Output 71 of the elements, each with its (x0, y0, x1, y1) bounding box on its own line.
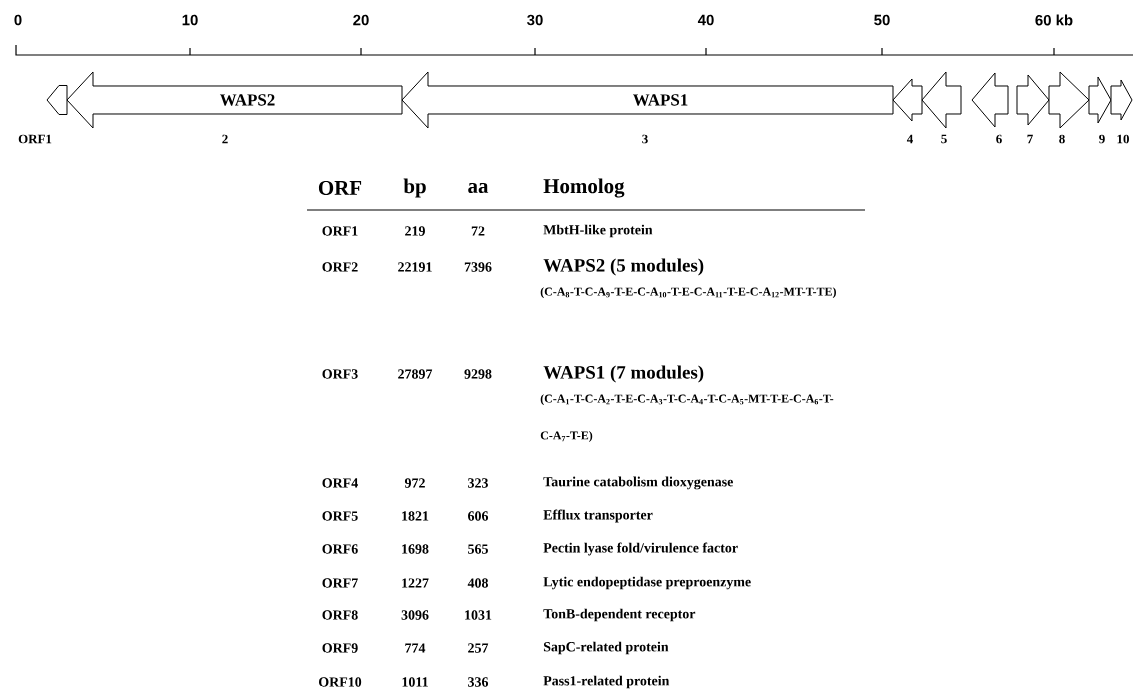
scale-label: 10 (182, 14, 198, 26)
gene-label: 6 (996, 134, 1002, 144)
table-cell: 972 (404, 478, 425, 488)
gene-symbol (1016, 74, 1050, 126)
gene-label: 9 (1099, 134, 1105, 144)
table-cell: 565 (468, 544, 488, 554)
table-cell: ORF7 (322, 578, 358, 588)
gene-symbol (892, 78, 923, 122)
gene-label: 5 (941, 134, 947, 144)
table-cell: 1031 (465, 610, 492, 620)
scale-label: 30 (527, 14, 543, 26)
table-cell: Pass1-related protein (543, 675, 670, 689)
table-header: bp (403, 178, 426, 198)
table-cell: Taurine catabolism dioxygenase (543, 476, 733, 490)
table-header: ORF (318, 180, 362, 195)
table-cell: 774 (405, 643, 426, 653)
gene-label: 8 (1059, 134, 1065, 144)
table-cell: Lytic endopeptidase preproenzyme (543, 576, 751, 590)
table-cell: 72 (471, 226, 485, 236)
gene-label: 2 (222, 134, 228, 144)
gene-label: 10 (1117, 134, 1129, 144)
gene-label: 7 (1027, 134, 1033, 144)
scale-label: 20 (353, 14, 369, 26)
gene-symbol (1110, 79, 1133, 121)
table-cell: 219 (405, 226, 425, 236)
table-cell: 336 (468, 677, 489, 687)
table-cell: 9298 (464, 369, 492, 379)
table-cell: 257 (468, 643, 489, 653)
table-cell: (C-A$_{8}$-T-C-A$_{9}$-T-E-C-A$_{10}$-T-E-C-A$_{11}$-T-E-C-A$_{12}$-MT-T-TE) (540, 287, 836, 299)
gene-symbol (921, 71, 962, 129)
table-cell: ORF6 (322, 544, 358, 554)
table-cell: ORF1 (322, 226, 358, 236)
table-cell: ORF4 (322, 478, 358, 488)
gene-symbol (971, 72, 1009, 128)
table-cell: 606 (468, 511, 489, 521)
table-cell: (C-A$_{1}$-T-C-A$_{2}$-T-E-C-A$_{3}$-T-C-A$_{4}$-T-C-A$_{5}$-MT-T-E-C-A$_{6}$-T-C-A$_{7}$-T-E) (540, 394, 834, 442)
table-cell: TonB-dependent receptor (543, 608, 696, 622)
table-cell: WAPS2 (5 modules) (543, 258, 704, 276)
scale-label: 50 (874, 14, 890, 26)
table-cell: WAPS1 (7 modules) (543, 365, 704, 383)
table-cell: 1821 (402, 511, 429, 521)
table-header: Homolog (543, 178, 625, 198)
table-cell: 7396 (464, 262, 492, 272)
gene-label: ORF1 (18, 134, 52, 144)
table-cell: Pectin lyase fold/virulence factor (543, 542, 738, 556)
scale-label: 0 (14, 14, 22, 26)
table-cell: Efflux transporter (543, 509, 653, 523)
table-header: aa (468, 183, 489, 193)
table-cell: ORF3 (322, 369, 358, 379)
table-cell: ORF5 (322, 511, 358, 521)
table-cell: 1011 (402, 677, 428, 687)
gene-symbol (1048, 71, 1090, 129)
table-cell: 1227 (402, 578, 429, 588)
gene-label: 4 (906, 134, 913, 144)
table-cell: 323 (468, 478, 488, 488)
gene-label: 3 (642, 134, 648, 144)
gene-symbol (46, 85, 68, 115)
table-cell: 22191 (398, 262, 432, 272)
table-cell: ORF8 (322, 610, 358, 620)
table-cell: 3096 (401, 610, 429, 620)
scale-label: 40 (697, 14, 714, 26)
table-cell: 1698 (402, 544, 429, 554)
table-cell: 408 (467, 578, 488, 588)
table-cell: ORF9 (322, 643, 358, 653)
table-cell: ORF10 (319, 677, 362, 687)
table-cell: ORF2 (322, 262, 358, 272)
gene-symbol (1088, 76, 1112, 124)
table-cell: 27897 (398, 369, 433, 379)
table-cell: MbtH-like protein (543, 224, 653, 238)
table-cell: SapC-related protein (543, 641, 669, 655)
scale-label: 60 kb (1035, 14, 1073, 26)
